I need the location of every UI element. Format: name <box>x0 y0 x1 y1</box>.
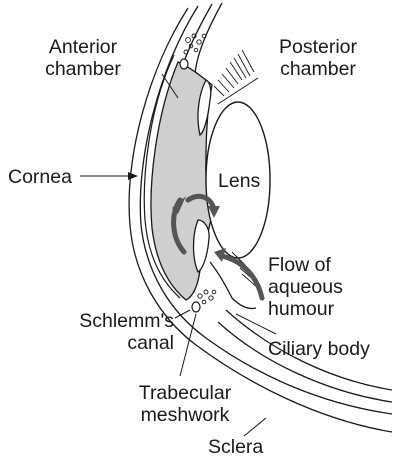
label-schlemms-canal-line1: Schlemm's <box>30 310 174 332</box>
label-trabecular-meshwork: Trabecular meshwork <box>120 382 250 426</box>
label-lens: Lens <box>218 170 260 192</box>
label-flow-line2: aqueous <box>268 276 343 298</box>
label-anterior-chamber: Anterior chamber <box>28 36 138 80</box>
label-trabecular-meshwork-line1: Trabecular <box>120 382 250 404</box>
label-schlemms-canal-line2: canal <box>30 332 174 354</box>
zonules-upper <box>214 50 254 96</box>
schlemms-canal-upper <box>180 59 188 69</box>
label-sclera: Sclera <box>208 436 263 458</box>
label-trabecular-meshwork-line2: meshwork <box>120 404 250 426</box>
label-posterior-chamber-line2: chamber <box>258 58 378 80</box>
label-schlemms-canal: Schlemm's canal <box>30 310 174 354</box>
trabecular-dots-lower <box>198 290 216 304</box>
iris-lower <box>194 220 210 272</box>
label-posterior-chamber: Posterior chamber <box>258 36 378 80</box>
label-ciliary-body: Ciliary body <box>268 338 370 360</box>
label-anterior-chamber-line1: Anterior <box>28 36 138 58</box>
label-anterior-chamber-line2: chamber <box>28 58 138 80</box>
schlemms-canal-lower <box>192 302 200 312</box>
label-flow-of-aqueous-humour: Flow of aqueous humour <box>268 254 343 320</box>
label-cornea: Cornea <box>8 166 72 188</box>
label-posterior-chamber-line1: Posterior <box>258 36 378 58</box>
label-flow-line1: Flow of <box>268 254 343 276</box>
label-flow-line3: humour <box>268 298 343 320</box>
